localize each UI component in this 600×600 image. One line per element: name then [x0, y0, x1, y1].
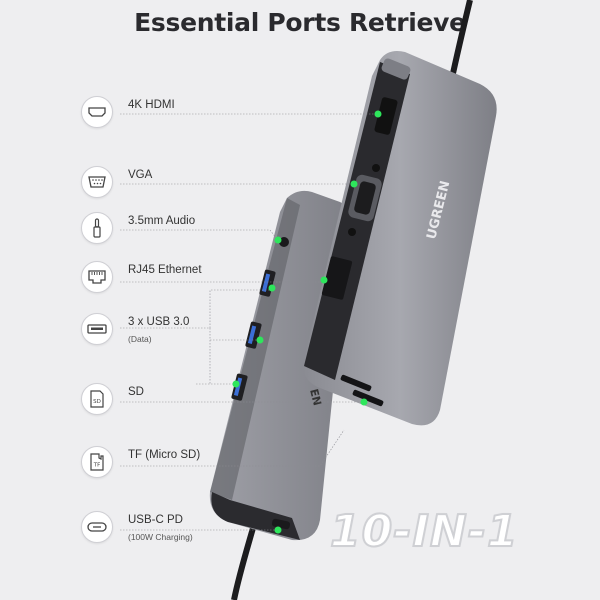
- rj45-port-shape: [321, 256, 353, 300]
- port-label: 4K HDMI: [128, 99, 175, 111]
- front-hub-body: [303, 51, 497, 426]
- port-label: TF (Micro SD): [128, 449, 201, 461]
- front-hub-face: [304, 62, 410, 380]
- port-row-ethernet: RJ45 Ethernet: [0, 261, 560, 301]
- led-dot: [374, 110, 382, 118]
- vga-icon: [81, 166, 113, 198]
- port-label: VGA: [128, 169, 153, 181]
- port-row-audio: 3.5mm Audio: [0, 212, 560, 252]
- usb-c-icon: [81, 511, 113, 543]
- en-mark: EN: [307, 388, 324, 407]
- port-label: 3.5mm Audio: [128, 215, 196, 227]
- audio-jack-icon: [81, 212, 113, 244]
- hdmi-icon: [81, 96, 113, 128]
- port-row-usb-a: 3 x USB 3.0 (Data): [0, 313, 560, 353]
- ten-in-one-badge: 10-IN-1: [329, 505, 519, 558]
- port-label: SD: [128, 386, 144, 398]
- page-title: Essential Ports Retrieve: [134, 8, 466, 37]
- back-hub-edge: [210, 198, 300, 500]
- micro-sd-icon: TF: [81, 446, 113, 478]
- top-cable: [449, 0, 473, 79]
- sd-card-icon: SD: [81, 383, 113, 415]
- svg-text:SD: SD: [93, 399, 101, 405]
- port-row-vga: VGA: [0, 166, 560, 206]
- usb-c-port-shape: [271, 518, 291, 530]
- port-label: 3 x USB 3.0: [128, 316, 190, 328]
- usb-a-icon: [81, 313, 113, 345]
- port-sublabel: (100W Charging): [128, 532, 193, 542]
- ethernet-icon: [81, 261, 113, 293]
- port-row-sd: SD SD: [0, 383, 560, 423]
- port-row-hdmi: 4K HDMI: [0, 96, 560, 136]
- port-sublabel: (Data): [128, 334, 152, 344]
- port-label: USB-C PD: [128, 514, 183, 526]
- hdmi-port-shape: [374, 97, 398, 135]
- sd-slot-shape: [340, 374, 372, 392]
- port-label: RJ45 Ethernet: [128, 264, 202, 276]
- svg-text:TF: TF: [93, 463, 101, 469]
- port-row-tf: TF TF (Micro SD): [0, 446, 560, 486]
- back-hub-body: [209, 190, 351, 541]
- port-row-usb-c: USB-C PD (100W Charging): [0, 511, 560, 551]
